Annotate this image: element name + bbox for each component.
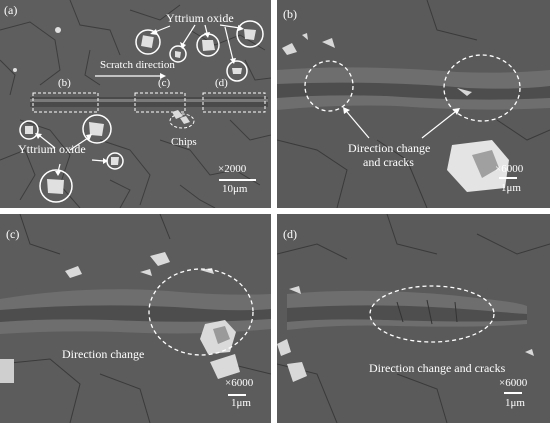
panel-c-annotation: Direction change [62,347,145,361]
panel-c: (c) Direction change ×6000 1μm [0,214,271,423]
panel-b-micrograph [277,0,550,208]
panel-d-tag: (d) [283,227,297,241]
panel-d-magnification: ×6000 [499,377,528,389]
yttrium-oxide-label-bottom: Yttrium oxide [18,142,86,156]
panel-c-tag: (c) [6,227,20,241]
chips-label: Chips [171,136,197,148]
panel-b: (b) Direction change and cracks ×6000 1μ… [277,0,550,208]
yttrium-oxide-label-top: Yttrium oxide [166,11,234,25]
panel-a-scale: 10μm [222,183,248,195]
panel-b-annotation-line2: and cracks [363,155,414,169]
panel-d-annotation: Direction change and cracks [369,361,506,375]
region-c-label: (c) [158,77,171,89]
panel-c-magnification: ×6000 [225,377,254,389]
panel-d: (d) Direction change and cracks ×6000 1μ… [277,214,550,423]
panel-a-tag: (a) [4,3,18,17]
panel-b-magnification: ×6000 [495,163,524,175]
panel-b-annotation-line1: Direction change [348,141,431,155]
panel-a-magnification: ×2000 [218,163,247,175]
panel-b-tag: (b) [283,7,297,21]
panel-c-micrograph [0,214,271,423]
panel-c-scale: 1μm [231,397,251,409]
panel-b-scale: 1μm [501,182,521,194]
panel-d-scale: 1μm [505,397,525,409]
panel-a: (a) Yttrium oxide Scratch direction (b) … [0,0,271,208]
panel-a-micrograph [0,0,271,208]
panel-d-micrograph [277,214,550,423]
region-b-label: (b) [58,77,71,89]
scratch-direction-label: Scratch direction [100,59,175,71]
region-d-label: (d) [215,77,228,89]
